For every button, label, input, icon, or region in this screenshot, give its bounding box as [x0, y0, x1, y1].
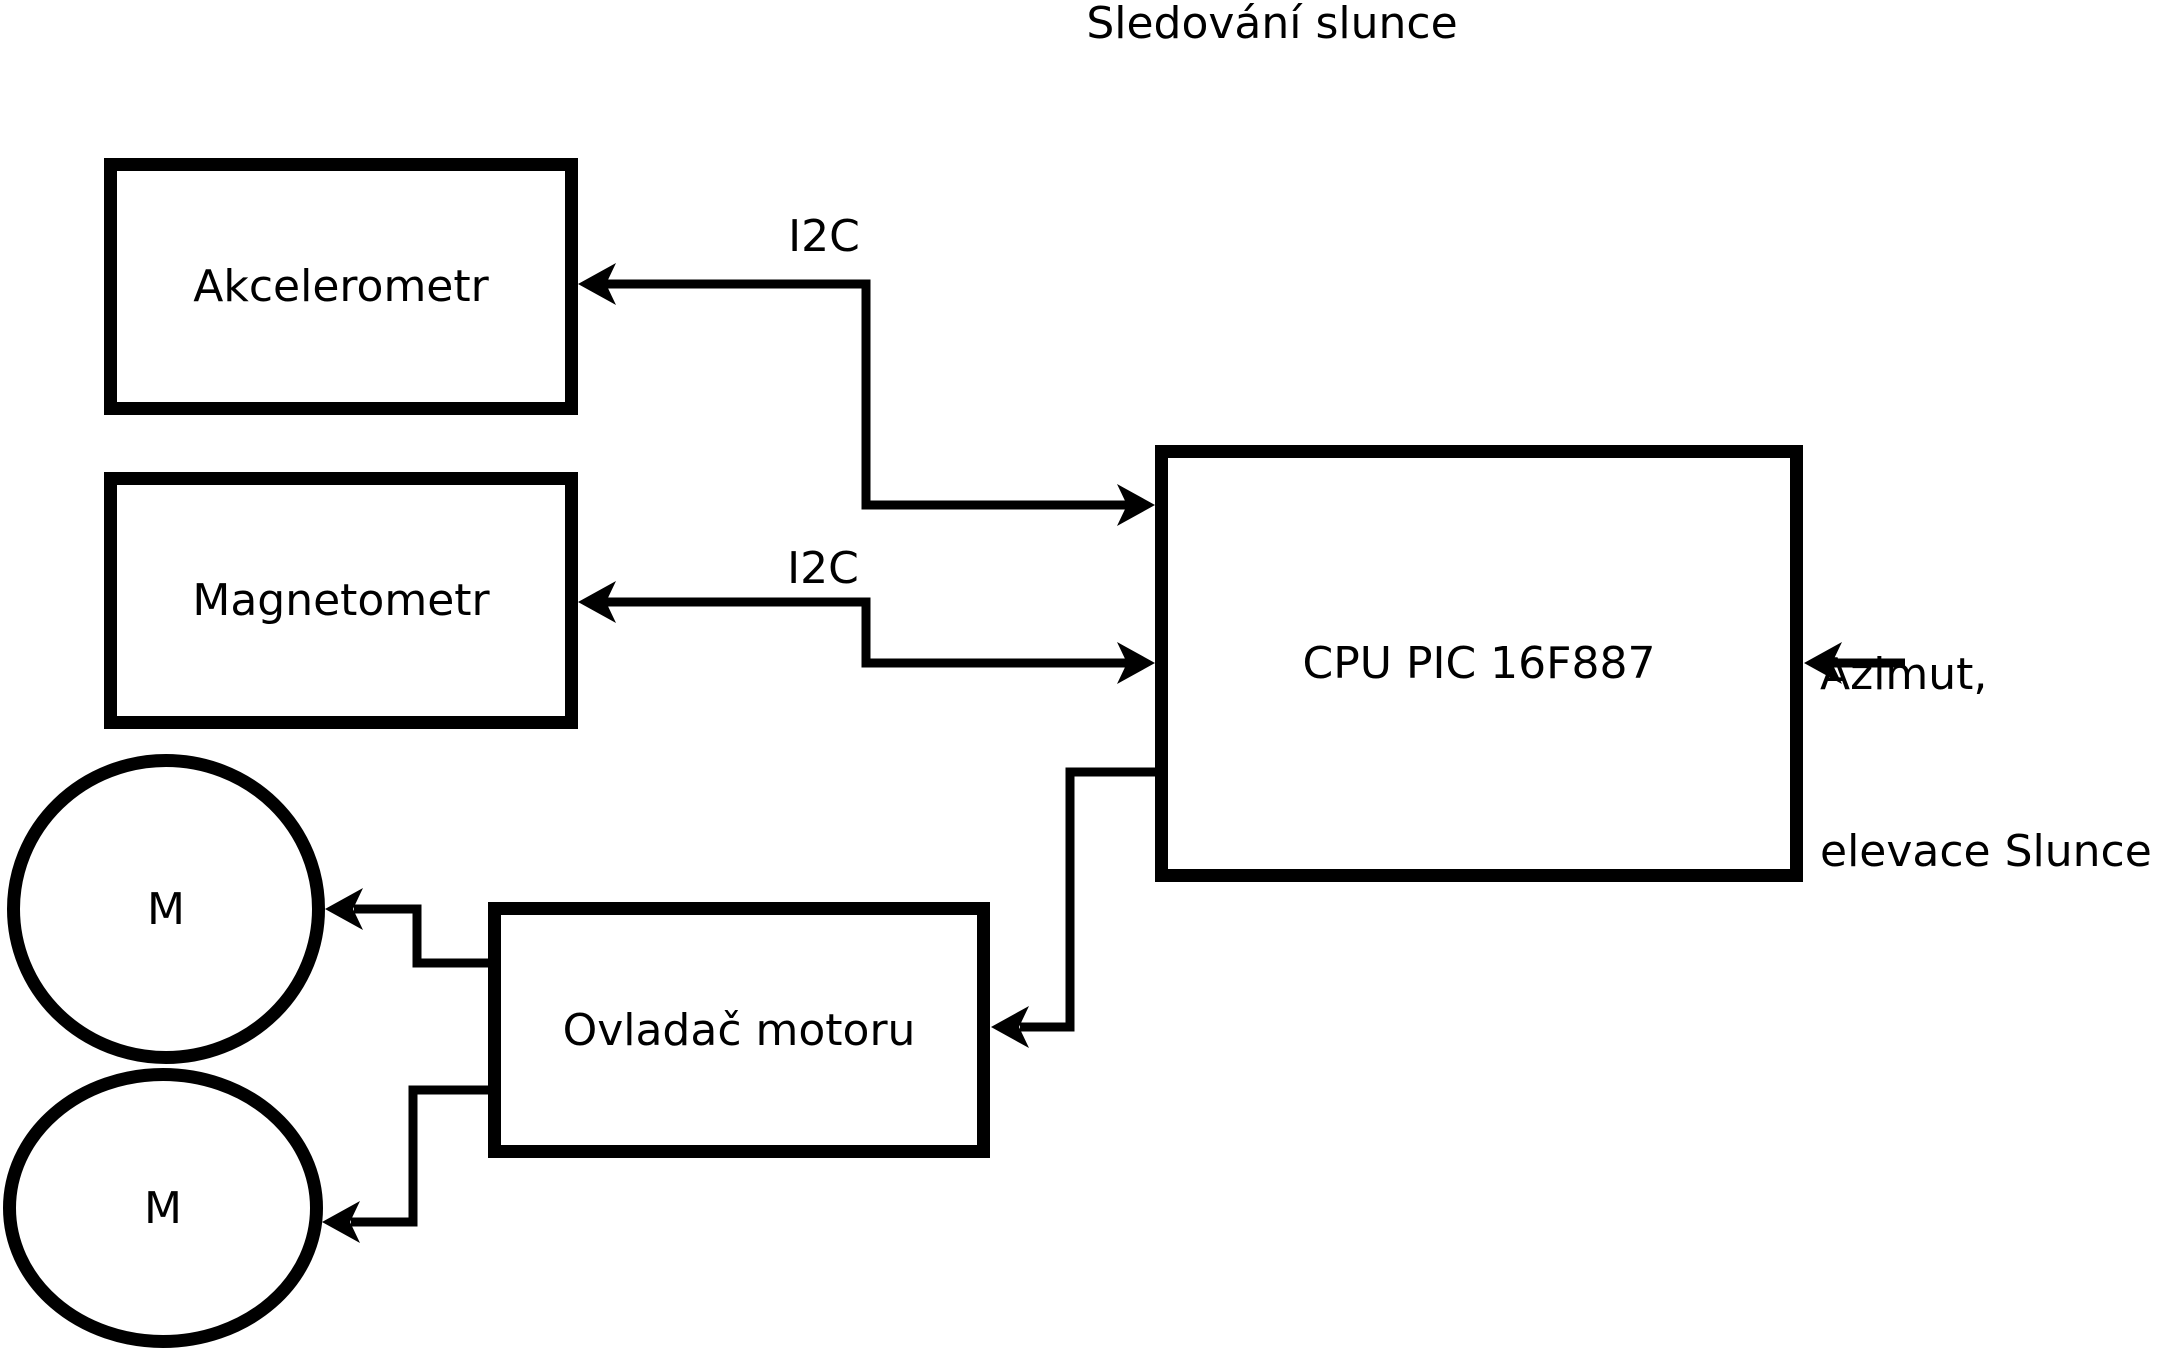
motor-driver-label: Ovladač motoru — [562, 1004, 916, 1056]
motor-driver-to-motor2-line — [351, 1085, 488, 1227]
arrowhead-akcelerometr-into-cpu — [1117, 484, 1155, 526]
magnetometr-box — [104, 472, 578, 729]
arrowhead-into-motor-driver — [991, 1006, 1029, 1048]
arrowhead-into-motor1 — [325, 888, 363, 930]
motor2-circle — [3, 1068, 323, 1348]
arrowhead-magnetometr-into-cpu — [1117, 642, 1155, 684]
arrowhead-into-motor2 — [322, 1201, 360, 1243]
cpu-box — [1155, 445, 1803, 882]
diagram-title: Sledování slunce — [1086, 0, 1458, 49]
cpu-label: CPU PIC 16F887 — [1302, 638, 1656, 689]
sun-input-label: Azimut, elevace Slunce — [1820, 527, 2152, 999]
sun-input-label-line1: Azimut, — [1820, 649, 1988, 700]
arrowhead-into-akcelerometr — [578, 263, 616, 305]
motor-driver-to-motor1-line — [354, 904, 488, 968]
arrowhead-sun-input-into-cpu — [1804, 642, 1842, 684]
sun-input-label-line2: elevace Slunce — [1820, 826, 2152, 877]
akcelerometr-label: Akcelerometr — [193, 261, 489, 312]
akcelerometr-box — [104, 158, 578, 415]
arrowhead-into-magnetometr — [578, 581, 616, 623]
cpu-to-motor-driver-line — [1020, 767, 1155, 1032]
motor2-label: M — [144, 1182, 182, 1234]
i2c-magnetometr-line — [606, 597, 1127, 668]
i2c-akcelerometr-line — [606, 279, 1127, 510]
magnetometr-label: Magnetometr — [192, 575, 490, 626]
i2c-label-akcelerometr: I2C — [788, 211, 860, 262]
motor-driver-box — [488, 902, 990, 1158]
motor1-label: M — [147, 883, 185, 935]
i2c-label-magnetometr: I2C — [787, 543, 859, 594]
motor1-circle — [7, 754, 325, 1064]
